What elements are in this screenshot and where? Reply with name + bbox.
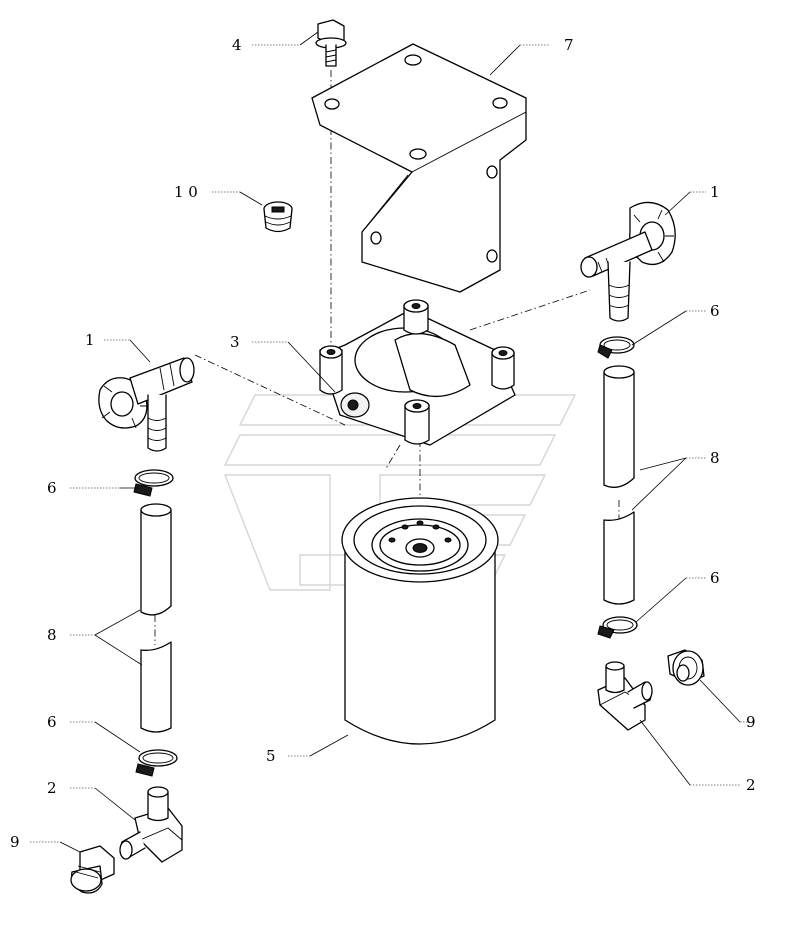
plug-part-10 — [263, 201, 293, 233]
callout-2-left: 2 — [47, 779, 57, 797]
callout-6-right-bottom: 6 — [710, 569, 720, 587]
callout-9-right: 9 — [746, 713, 756, 731]
filter-cartridge-part-5 — [341, 497, 499, 745]
callout-8-left: 8 — [47, 626, 57, 644]
callout-9-left: 9 — [10, 833, 20, 851]
callout-6-left-bottom: 6 — [47, 713, 57, 731]
bolt-part-4 — [315, 19, 347, 67]
leader-lines — [30, 31, 755, 853]
hose-clamp-part-6-right-bottom — [597, 616, 638, 639]
callout-4: 4 — [232, 36, 242, 54]
hose-part-8-left — [140, 503, 172, 733]
callout-10: 1 0 — [174, 183, 198, 201]
adapter-fitting-part-9-right — [667, 649, 705, 686]
callout-6-left-top: 6 — [47, 479, 57, 497]
callout-8-right: 8 — [710, 449, 720, 467]
elbow-fitting-part-2-left — [119, 786, 183, 863]
callout-1-left: 1 — [85, 331, 95, 349]
callout-5: 5 — [266, 747, 276, 765]
drain-valve-part-1-left — [98, 357, 195, 452]
drain-valve-part-1-right — [580, 201, 676, 322]
callout-3: 3 — [230, 333, 240, 351]
elbow-fitting-part-2-right — [597, 661, 653, 731]
callout-7: 7 — [564, 36, 574, 54]
callout-1-right: 1 — [710, 183, 720, 201]
callout-6-right-top: 6 — [710, 302, 720, 320]
filter-head-part-3 — [319, 299, 516, 446]
mounting-bracket-part-7 — [311, 43, 527, 293]
hose-part-8-right — [603, 365, 635, 605]
callout-labels: 4 7 1 0 1 1 3 6 6 8 8 6 6 9 5 2 2 9 — [10, 36, 756, 851]
hose-clamp-part-6-left-bottom — [135, 749, 178, 777]
hose-clamp-part-6-left-top — [133, 469, 174, 497]
hose-clamp-part-6-right-top — [597, 336, 635, 359]
adapter-fitting-part-9-left — [70, 845, 115, 894]
callout-2-right: 2 — [746, 776, 756, 794]
